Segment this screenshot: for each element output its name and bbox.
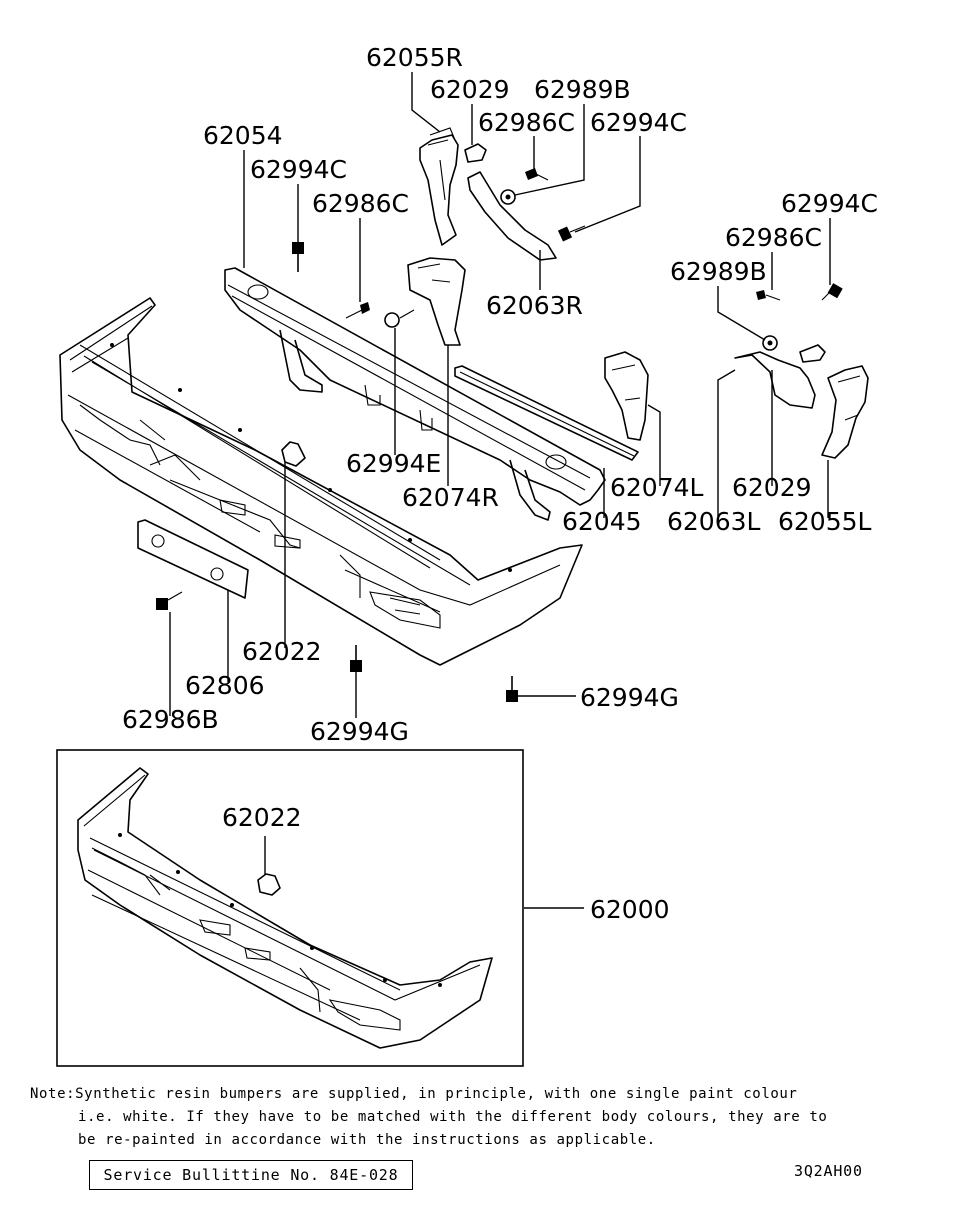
note-line-2: i.e. white. If they have to be matched w… xyxy=(78,1109,828,1125)
label-62045: 62045 xyxy=(562,507,642,536)
label-62029-top: 62029 xyxy=(430,75,510,104)
seal-62063L xyxy=(734,351,816,409)
reinforcement-62054 xyxy=(224,267,606,521)
service-bulletin-box: Service Bullittine No. 84E-028 xyxy=(89,1160,413,1190)
bolt-62994C-right xyxy=(821,283,843,301)
inset-frame xyxy=(56,749,524,1067)
label-62074L: 62074L xyxy=(610,473,704,502)
label-62986B: 62986B xyxy=(122,705,219,734)
bolt-62994C-upper xyxy=(557,225,586,242)
label-62806: 62806 xyxy=(185,671,265,700)
label-62994C-left: 62994C xyxy=(250,155,347,184)
label-62055R: 62055R xyxy=(366,43,463,72)
plate-62806 xyxy=(137,519,249,599)
bumper-cover xyxy=(59,297,583,666)
bolt-62994G-right xyxy=(506,676,518,702)
bracket-62074L xyxy=(604,351,649,441)
label-62994C-top: 62994C xyxy=(590,108,687,137)
service-bulletin-text: Service Bullittine No. 84E-028 xyxy=(103,1166,399,1184)
clip-62029-right xyxy=(799,344,826,363)
note-line-1: Note:Synthetic resin bumpers are supplie… xyxy=(30,1086,798,1102)
seal-62063R xyxy=(467,171,557,261)
label-62054: 62054 xyxy=(203,121,283,150)
nut-62989B-right xyxy=(762,335,778,351)
bolt-62994G-center xyxy=(350,645,362,672)
label-62000: 62000 xyxy=(590,895,670,924)
supply-note: Note:Synthetic resin bumpers are supplie… xyxy=(30,1083,930,1152)
label-62063R: 62063R xyxy=(486,291,583,320)
label-62994C-right: 62994C xyxy=(781,189,878,218)
screw-62986C-left xyxy=(345,302,370,319)
label-62994E: 62994E xyxy=(346,449,441,478)
bolt-62986B xyxy=(156,591,183,610)
label-62074R: 62074R xyxy=(402,483,499,512)
nut-62989B-upper xyxy=(500,189,516,205)
bracket-62055L xyxy=(821,365,869,459)
label-62055L: 62055L xyxy=(778,507,872,536)
label-62994G-right: 62994G xyxy=(580,683,679,712)
label-62063L: 62063L xyxy=(667,507,761,536)
label-62994G-center: 62994G xyxy=(310,717,409,746)
label-62986C-top: 62986C xyxy=(478,108,575,137)
rail-62045 xyxy=(454,365,639,461)
clip-62029-top xyxy=(464,143,487,163)
bolt-62994C-left xyxy=(292,242,304,272)
callouts: 62055R 62029 62989B 62986C 62994C 62054 … xyxy=(122,43,878,924)
nut-62994E xyxy=(384,309,415,328)
label-62022-inset: 62022 xyxy=(222,803,302,832)
label-62029-right: 62029 xyxy=(732,473,812,502)
label-62022-top: 62022 xyxy=(242,637,322,666)
label-62989B-top: 62989B xyxy=(534,75,631,104)
bracket-62074R xyxy=(407,257,466,346)
screw-62986C-upper xyxy=(525,168,549,181)
label-62989B-right: 62989B xyxy=(670,257,767,286)
fasteners xyxy=(156,168,843,702)
drawing-code: 3Q2AH00 xyxy=(794,1162,863,1180)
label-62986C-right: 62986C xyxy=(725,223,822,252)
note-line-3: be re-painted in accordance with the ins… xyxy=(78,1132,656,1148)
bracket-62055R xyxy=(419,127,459,246)
screw-62986C-right xyxy=(756,290,781,301)
leader-lines xyxy=(169,72,831,718)
bumper-assembly-62000 xyxy=(77,767,584,1049)
label-62986C-left: 62986C xyxy=(312,189,409,218)
